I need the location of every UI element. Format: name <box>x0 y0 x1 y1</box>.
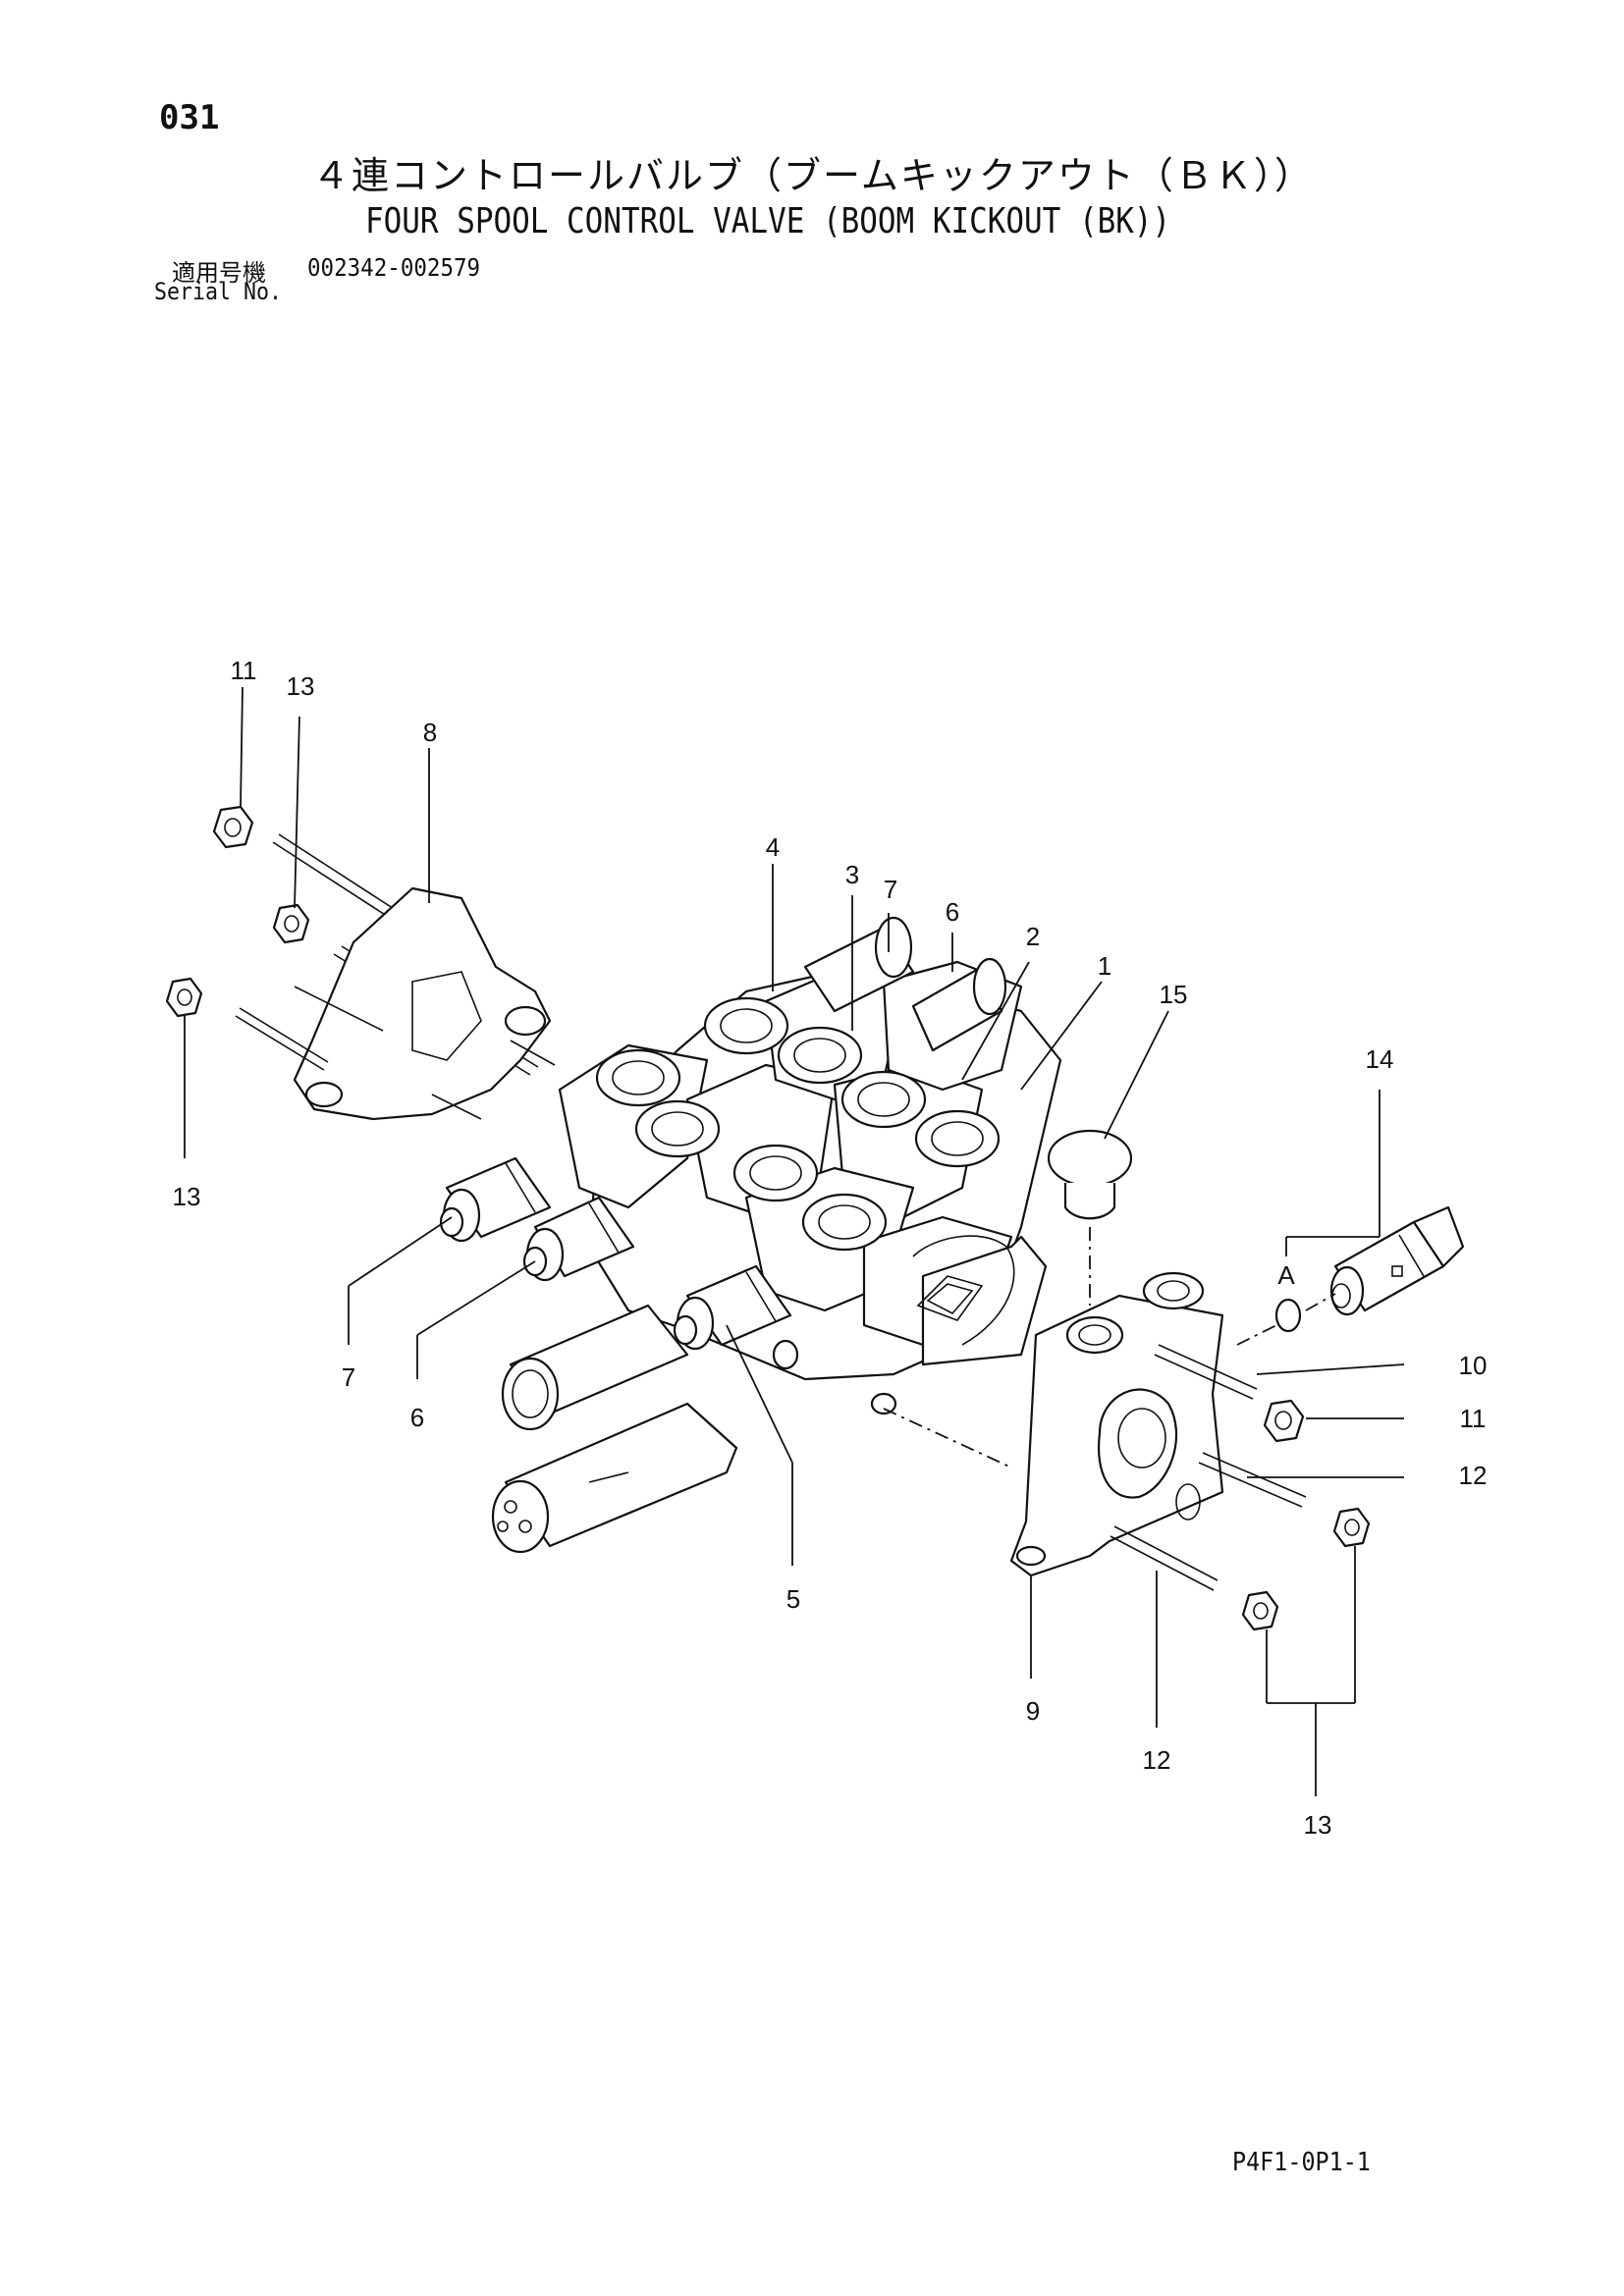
hex-nut-right-upper <box>1332 1507 1371 1548</box>
end-cover-right <box>1009 1271 1224 1577</box>
page-number: 031 <box>159 98 220 137</box>
callout-1: 1 <box>1098 951 1111 981</box>
page-title-en: FOUR SPOOL CONTROL VALVE (BOOM KICKOUT (… <box>365 201 1171 241</box>
callout-13-top: 13 <box>287 671 315 701</box>
tie-bolt-12-upper <box>1198 1452 1307 1508</box>
relief-valve-14 <box>1329 1205 1465 1316</box>
serial-range: 002342-002579 <box>307 253 481 282</box>
tie-bolt-10 <box>1154 1344 1258 1400</box>
page-code: P4F1-0P1-1 <box>1232 2148 1371 2177</box>
callout-13-left: 13 <box>173 1182 201 1211</box>
callout-8: 8 <box>423 718 437 747</box>
callout-10: 10 <box>1459 1351 1488 1380</box>
hex-nut-right-11 <box>1263 1399 1305 1443</box>
serial-label-ja: 適用号機 <box>172 259 266 287</box>
hex-nut-top <box>212 805 254 849</box>
callout-7-top: 7 <box>884 875 897 904</box>
spool-cap-front <box>673 1264 792 1351</box>
page-title-ja: ４連コントロールバルブ（ブームキックアウト（ＢＫ）） <box>312 154 1314 197</box>
callout-12-right: 12 <box>1459 1461 1488 1490</box>
kickout-cylinder-upper <box>501 1304 689 1431</box>
callout-2: 2 <box>1026 922 1040 951</box>
callout-14: 14 <box>1366 1044 1394 1074</box>
callout-7-bottom: 7 <box>342 1362 355 1392</box>
spool-cap-upper <box>803 916 1007 1052</box>
callout-11-right: 11 <box>1460 1404 1487 1433</box>
callout-4: 4 <box>766 832 780 862</box>
end-plate-left <box>235 833 556 1121</box>
callout-9: 9 <box>1026 1696 1040 1726</box>
tie-bolt-12-lower <box>1110 1525 1218 1591</box>
callout-a: A <box>1277 1260 1295 1290</box>
plug-15 <box>1047 1129 1133 1220</box>
serial-label-en: Serial No. <box>154 278 283 305</box>
callout-15: 15 <box>1160 980 1188 1009</box>
callout-12-bottom: 12 <box>1143 1745 1171 1775</box>
spool-cap-left-2 <box>522 1196 635 1282</box>
kickout-cylinder-lower <box>491 1402 738 1554</box>
callout-6-bottom: 6 <box>410 1403 424 1432</box>
spool-cap-left-1 <box>439 1156 552 1243</box>
callout-13-right: 13 <box>1304 1810 1332 1840</box>
hex-nut-mid <box>272 903 310 944</box>
callout-5: 5 <box>786 1584 800 1614</box>
callout-6-top: 6 <box>946 897 959 927</box>
callout-11-top: 11 <box>231 656 257 685</box>
hex-nut-right-lower <box>1241 1590 1279 1631</box>
valve-body <box>558 960 1062 1415</box>
hex-nut-left <box>165 977 203 1018</box>
o-ring-a <box>1274 1298 1302 1333</box>
callout-3: 3 <box>845 860 859 889</box>
